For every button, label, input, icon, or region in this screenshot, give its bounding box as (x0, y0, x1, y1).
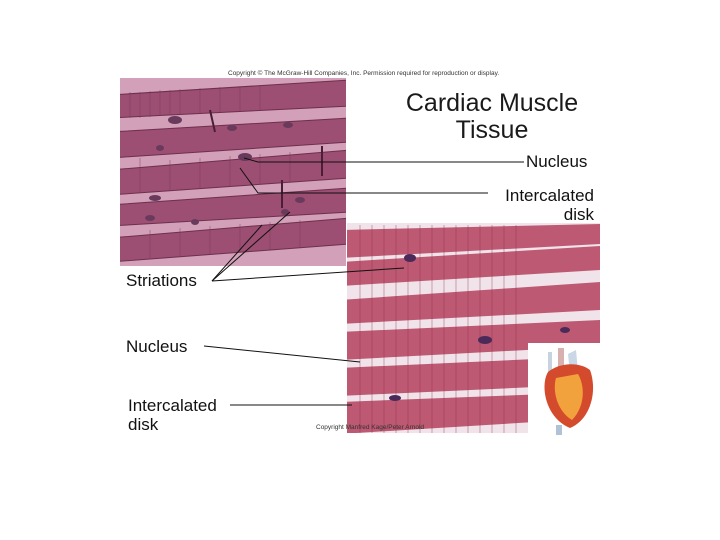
cardiac-muscle-illustration (120, 78, 346, 266)
label-nucleus-left: Nucleus (126, 337, 188, 356)
leader-lines (203, 157, 524, 406)
label-nucleus-right: Nucleus (526, 152, 588, 171)
photo-credit: Copyright Manfred Kage/Peter Arnold (316, 424, 425, 431)
label-intercalated-disk-left: Intercalated disk (128, 396, 217, 434)
label-intercalated-left-line2: disk (128, 415, 159, 434)
label-striations: Striations (126, 271, 197, 290)
label-intercalated-right-line1: Intercalated (505, 186, 594, 205)
label-intercalated-disk-right: Intercalated disk (494, 186, 594, 224)
title-line-1: Cardiac Muscle (405, 89, 579, 117)
title-line-2: Tissue (455, 116, 529, 144)
label-intercalated-right-line2: disk (563, 205, 594, 224)
heart-inset (528, 343, 600, 435)
diagram-title: Cardiac Muscle Tissue (392, 90, 592, 144)
label-intercalated-left-line1: Intercalated (128, 396, 217, 415)
copyright-notice: Copyright © The McGraw-Hill Companies, I… (228, 70, 500, 77)
